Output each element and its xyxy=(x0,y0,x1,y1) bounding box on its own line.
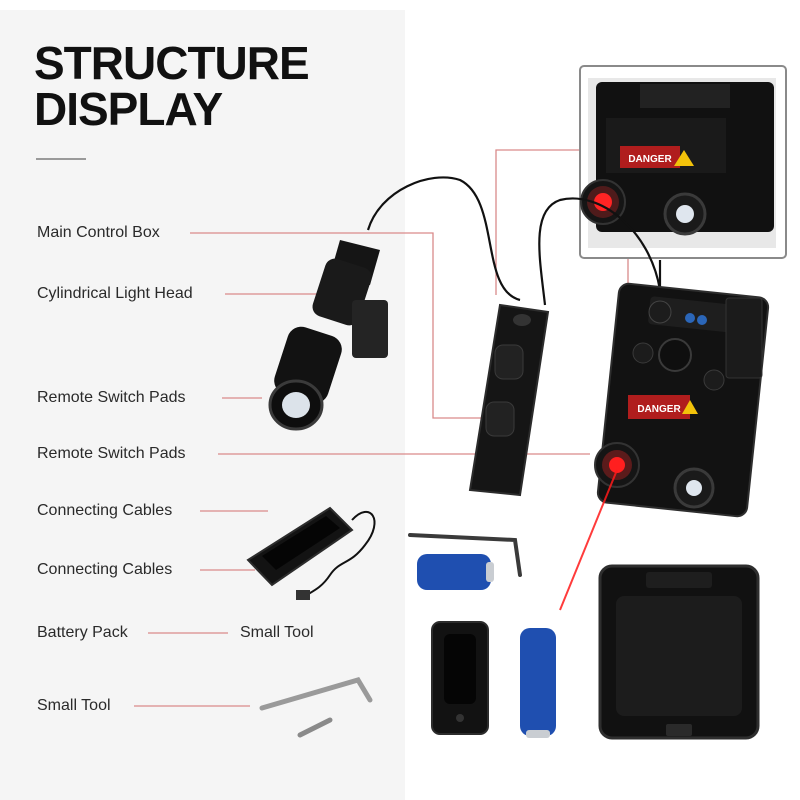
storage-case xyxy=(598,564,760,740)
hex-key-tools xyxy=(259,533,522,738)
inset-zoom-view: DANGER xyxy=(579,65,787,259)
page-title-line2: DISPLAY xyxy=(34,83,223,135)
label-remote-switch-pads-2: Remote Switch Pads xyxy=(37,445,186,462)
label-connecting-cables-2: Connecting Cables xyxy=(37,561,173,578)
battery-charger xyxy=(246,506,376,600)
label-main-control-box: Main Control Box xyxy=(37,224,160,241)
label-small-tool: Small Tool xyxy=(37,697,111,714)
remote-switch-pad xyxy=(468,303,550,497)
device-danger-label: DANGER xyxy=(637,404,681,415)
label-connecting-cables-1: Connecting Cables xyxy=(37,502,173,519)
leader-line-inset-left xyxy=(495,149,581,295)
leader-line-main-control-box xyxy=(190,232,500,419)
title-divider xyxy=(36,158,86,160)
main-control-box: DANGER xyxy=(594,282,770,518)
label-remote-switch-pads-1: Remote Switch Pads xyxy=(37,389,186,406)
label-cylindrical-light-head: Cylindrical Light Head xyxy=(37,285,193,302)
page-title-line1: STRUCTURE xyxy=(34,37,310,89)
batteries xyxy=(417,554,556,738)
left-label-panel xyxy=(0,10,405,800)
label-small-tool-mid: Small Tool xyxy=(240,624,314,641)
label-battery-pack: Battery Pack xyxy=(37,624,128,641)
cylindrical-light-head xyxy=(268,240,388,431)
battery-pack-holder xyxy=(431,621,489,735)
inset-danger-label: DANGER xyxy=(628,154,672,165)
leader-lines xyxy=(134,149,629,707)
laser-beam xyxy=(559,469,618,611)
connecting-cables xyxy=(366,176,662,306)
